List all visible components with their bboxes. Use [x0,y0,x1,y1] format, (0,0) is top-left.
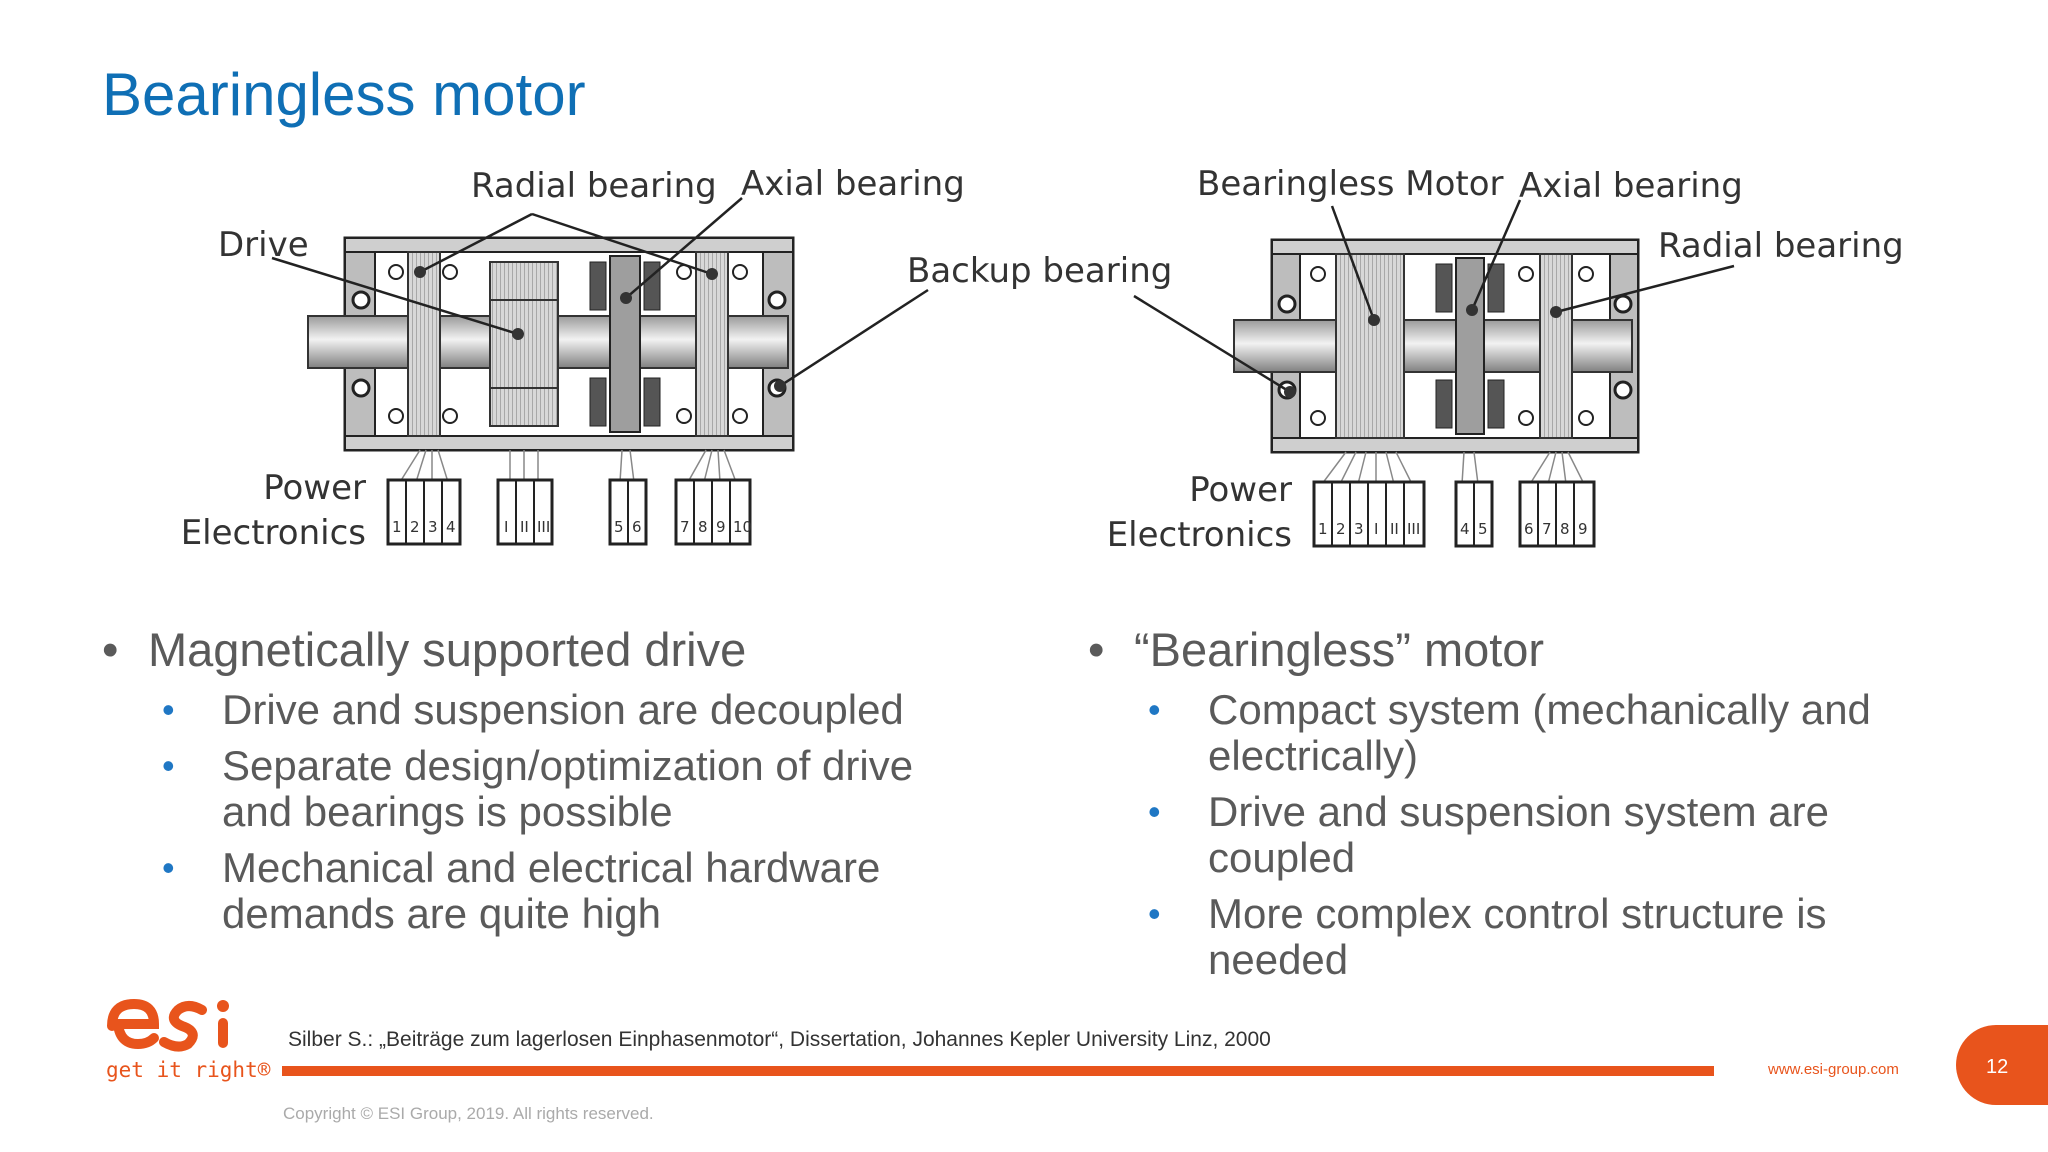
pe-num: 8 [698,518,708,536]
pe-num: 6 [632,518,642,536]
pe-num: 6 [1524,520,1534,538]
bullet-sub: Separate design/optimization of drive an… [162,743,952,835]
page-number: 12 [1986,1056,2009,1078]
footer-divider [282,1066,1714,1076]
label-drive: Drive [218,225,309,265]
left-axial-disk [609,255,641,433]
pe-num: II [1390,520,1399,538]
label-axial-bearing: Axial bearing [1519,166,1743,206]
left-bullet-list: Magnetically supported drive Drive and s… [102,622,952,937]
pe-num: 5 [614,518,624,536]
label-axial-bearing: Axial bearing [741,164,965,204]
label-power: Power [263,468,366,508]
label-electronics: Electronics [1107,515,1292,555]
pe-num: III [537,518,550,536]
website-link[interactable]: www.esi-group.com [1768,1061,1899,1078]
right-bearingless-motor [1335,253,1405,439]
pe-num: 2 [1336,520,1346,538]
label-radial-bearing: Radial bearing [471,166,717,206]
pe-num: 2 [410,518,420,536]
left-radial-bearing-1 [407,251,441,437]
right-radial-bearing [1539,253,1573,439]
left-drive-rotor [489,299,559,389]
pe-num: 1 [1318,520,1328,538]
citation: Silber S.: „Beiträge zum lagerlosen Einp… [288,1028,1271,1051]
label-power: Power [1189,470,1292,510]
bullet-main: “Bearingless” motor [1088,622,1908,677]
pe-num: 3 [428,518,438,536]
pe-num: 9 [716,518,726,536]
pe-num: I [504,518,508,536]
tagline: get it right® [106,1058,271,1082]
page-number-badge: 12 [1956,1025,2048,1105]
right-bullet-list: “Bearingless” motor Compact system (mech… [1088,622,1908,983]
copyright: Copyright © ESI Group, 2019. All rights … [283,1104,654,1123]
esi-logo [107,998,229,1052]
pe-num: 8 [1560,520,1570,538]
pe-num: 1 [392,518,402,536]
pe-num: 7 [680,518,690,536]
pe-num: 5 [1478,520,1488,538]
pe-num: I [1374,520,1378,538]
pe-num: III [1407,520,1420,538]
pe-num: 3 [1354,520,1364,538]
right-motor-diagram: 1 2 3 I II III 4 5 6 7 8 9 Bearingless M… [1107,164,1904,555]
bullet-main: Magnetically supported drive [102,622,952,677]
label-backup-bearing: Backup bearing [907,251,1172,291]
left-motor-diagram: 1 2 3 4 I II III 5 6 7 8 9 10 Radial b [181,164,1173,553]
label-bearingless-motor: Bearingless Motor [1197,164,1504,204]
left-radial-bearing-2 [695,251,729,437]
label-electronics: Electronics [181,513,366,553]
page-title: Bearingless motor [102,61,586,128]
label-radial-bearing: Radial bearing [1658,226,1904,266]
pe-num: II [520,518,529,536]
bullet-sub: Drive and suspension are decoupled [162,687,952,734]
pe-num: 10 [733,518,752,536]
bullet-sub: Compact system (mechanically and electri… [1148,687,1908,779]
pe-num: 7 [1542,520,1552,538]
bullet-sub: Drive and suspension system are coupled [1148,789,1908,881]
bullet-sub: More complex control structure is needed [1148,891,1908,983]
pe-num: 4 [1460,520,1470,538]
right-axial-disk [1455,257,1485,435]
pe-num: 4 [446,518,456,536]
bullet-sub: Mechanical and electrical hardware deman… [162,845,952,937]
motor-diagrams: 1 2 3 4 I II III 5 6 7 8 9 10 Radial b [181,164,1904,555]
pe-num: 9 [1578,520,1588,538]
